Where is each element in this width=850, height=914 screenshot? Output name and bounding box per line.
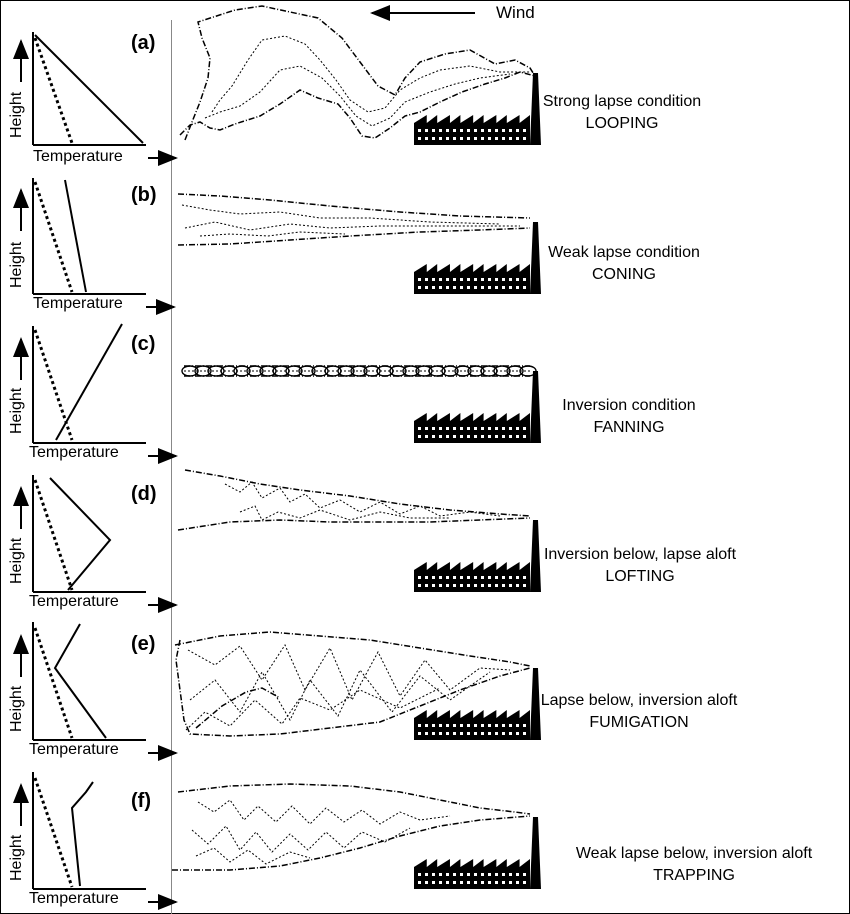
panel-letter-d: (d) [131,483,157,505]
panel-letter-a: (a) [131,32,156,54]
adiabatic-lapse-line [33,479,74,591]
panel-letter-e: (e) [131,633,156,655]
factory-c [414,371,541,443]
temperature-profile-line [49,477,112,591]
plume-name: LOOPING [585,115,659,132]
adiabatic-lapse-line [33,181,74,293]
temperature-axis-arrows [146,150,178,910]
factory-b [414,222,541,294]
panel-letter-b: (b) [131,184,157,206]
plume-looping [179,5,536,141]
temperature-label: Temperature [33,295,123,312]
smokestack [530,222,541,294]
height-label: Height [8,91,25,138]
smokestack [530,73,541,145]
fanning-puff [454,365,472,377]
plume-coning [177,193,531,246]
height-label: Height [8,834,25,881]
condition-text: Inversion condition [562,397,696,414]
condition-label-e: Lapse below, inversion aloft FUMIGATION [538,690,740,734]
panel-letter-f: (f) [131,790,151,812]
panel-b-graph [32,178,146,295]
condition-text: Lapse below, inversion aloft [540,692,738,709]
condition-label-d: Inversion below, lapse aloft LOFTING [540,544,740,588]
fanning-puff [506,365,524,377]
panel-e-graph [32,622,146,741]
factories [414,73,541,889]
plume-name: CONING [592,266,656,283]
temperature-label: Temperature [29,741,119,758]
factory-f [414,817,541,889]
smokestack [530,371,541,443]
plume-name: TRAPPING [653,867,735,884]
plume-fumigation [174,631,531,737]
condition-text: Weak lapse below, inversion aloft [575,845,813,862]
factory-d [414,520,541,592]
temperature-label: Temperature [29,444,119,461]
height-label: Height [8,387,25,434]
temperature-profile-line [34,34,144,144]
adiabatic-lapse-line [33,37,74,144]
wind-label: Wind [496,3,535,22]
temperature-profile-line [70,781,94,887]
condition-text: Strong lapse condition [542,93,702,110]
condition-text: Weak lapse condition [548,244,700,261]
panel-divider [171,20,172,914]
panel-c-graph [32,323,146,444]
temperature-profile-line [53,623,107,739]
smokestack [530,817,541,889]
plume-name: FANNING [593,419,665,436]
condition-label-b: Weak lapse condition CONING [541,242,707,286]
panel-a-graph [32,32,146,146]
panel-letter-c: (c) [131,333,156,355]
height-label: Height [8,685,25,732]
smokestack [530,668,541,740]
factory-e [414,668,541,740]
plume-lofting [177,469,531,531]
temperature-profile-line [55,323,123,441]
height-label: Height [8,241,25,288]
condition-label-c: Inversion condition FANNING [544,395,714,439]
condition-text: Inversion below, lapse aloft [543,546,737,563]
fanning-puff [298,365,316,377]
fanning-puff [402,365,420,377]
plume-trapping [172,783,531,871]
condition-label-a: Strong lapse condition LOOPING [540,91,704,135]
smokestack [530,520,541,592]
temperature-label: Temperature [29,593,119,610]
fanning-puff [194,365,212,377]
plume-fanning [181,365,537,377]
adiabatic-lapse-line [33,777,74,888]
fanning-puff [246,365,264,377]
temperature-label: Temperature [29,890,119,907]
adiabatic-lapse-line [33,627,74,739]
fanning-puff [350,365,368,377]
plume-name: FUMIGATION [589,714,689,731]
factory-a [414,73,541,145]
condition-label-f: Weak lapse below, inversion aloft TRAPPI… [543,843,845,887]
panel-f-graph [32,772,146,890]
temperature-profile-line [64,179,87,293]
plume-name: LOFTING [605,568,675,585]
temperature-label: Temperature [33,148,123,165]
panel-d-graph [32,475,146,593]
height-label: Height [8,537,25,584]
